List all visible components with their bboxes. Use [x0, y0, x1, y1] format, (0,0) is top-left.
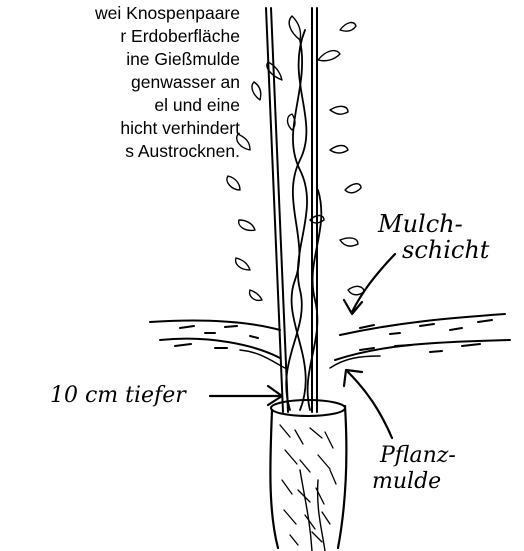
pflanz-label-line2: mulde — [372, 469, 441, 494]
depth-label: 10 cm tiefer — [50, 383, 187, 408]
mulch-layer — [150, 314, 510, 368]
pflanz-label-line1: Pflanz- — [379, 443, 456, 468]
mulch-label-line2: schicht — [402, 236, 490, 264]
planting-pit — [270, 400, 346, 551]
label-arrows — [210, 254, 395, 438]
mulch-label-line1: Mulch- — [377, 210, 463, 238]
